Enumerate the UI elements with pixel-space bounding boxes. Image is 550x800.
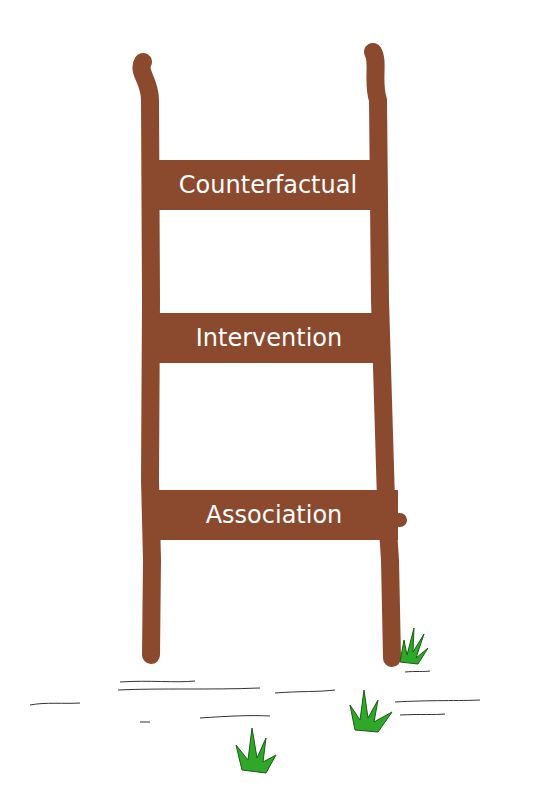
rung-label: Counterfactual xyxy=(179,172,357,198)
rung-label: Association xyxy=(206,502,343,528)
ladder-rung: Counterfactual xyxy=(150,160,386,210)
ladder-rung: Intervention xyxy=(150,313,388,363)
grass-tufts xyxy=(236,628,428,773)
ground-lines xyxy=(30,671,480,722)
rung-label: Intervention xyxy=(196,325,342,351)
ladder-rung: Association xyxy=(150,490,398,540)
